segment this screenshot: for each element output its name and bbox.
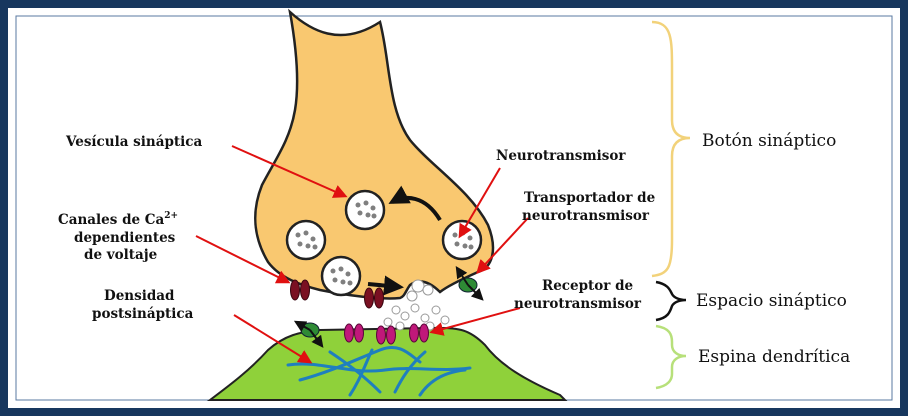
label-transportador-line2: neurotransmisor bbox=[522, 208, 650, 224]
label-espacio-sinaptico: Espacio sináptico bbox=[696, 291, 847, 311]
label-boton-sinaptico: Botón sináptico bbox=[702, 131, 836, 151]
label-receptor-line1: Receptor de bbox=[542, 278, 633, 294]
label-neurotransmisor: Neurotransmisor bbox=[496, 148, 626, 164]
label-espina-dendritica: Espina dendrítica bbox=[698, 347, 850, 367]
vesicle bbox=[443, 221, 481, 259]
label-transportador-line1: Transportador de bbox=[524, 190, 655, 206]
label-receptor-line2: neurotransmisor bbox=[514, 296, 642, 312]
label-canales-line3: de voltaje bbox=[84, 247, 157, 263]
vesicle bbox=[287, 221, 325, 259]
label-canales-line1: Canales de Ca2+ bbox=[58, 211, 178, 228]
label-vesicula-sinaptica: Vesícula sináptica bbox=[65, 134, 202, 150]
vesicle bbox=[346, 191, 384, 229]
label-densidad-line1: Densidad bbox=[104, 288, 175, 304]
vesicle bbox=[322, 257, 360, 295]
label-densidad-line2: postsináptica bbox=[92, 306, 194, 322]
label-canales-line2: dependientes bbox=[74, 230, 176, 246]
